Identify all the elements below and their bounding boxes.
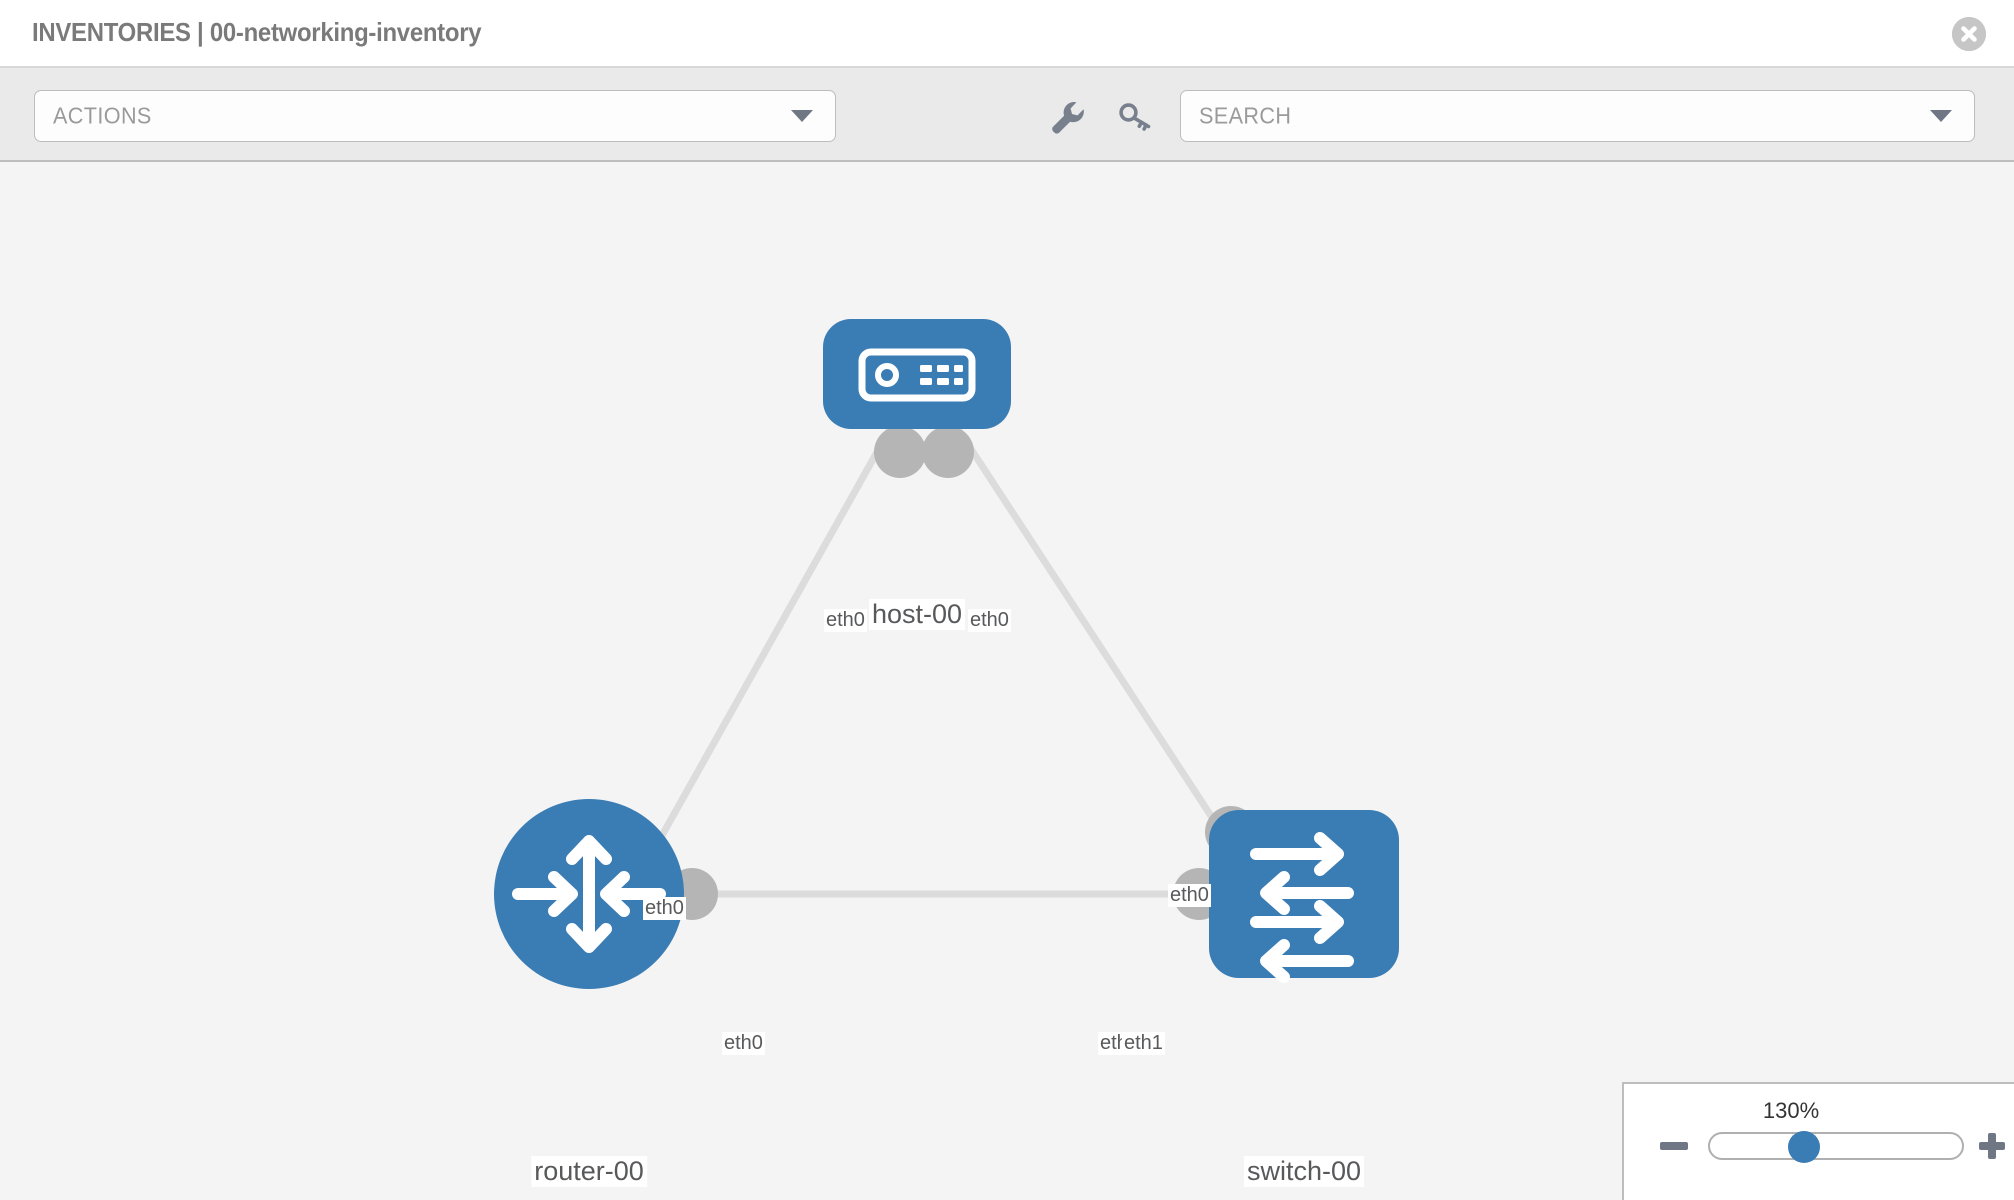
server-icon: [858, 348, 976, 402]
node-switch-00[interactable]: [1209, 810, 1399, 983]
actions-dropdown[interactable]: ACTIONS: [34, 90, 836, 142]
toolbar: ACTIONS SEARCH: [0, 68, 2014, 162]
wrench-icon[interactable]: [1046, 96, 1088, 138]
edge-label: eth0: [643, 897, 686, 920]
minus-icon[interactable]: [1660, 1142, 1688, 1150]
node-label-switch-00: switch-00: [1243, 1156, 1365, 1188]
node-label-router-00: router-00: [531, 1156, 647, 1188]
link-host-switch: [949, 418, 1235, 850]
port-host-left: [874, 426, 926, 478]
search-placeholder: SEARCH: [1199, 102, 1292, 129]
actions-dropdown-label: ACTIONS: [53, 102, 152, 129]
topology-canvas[interactable]: eth0 eth0 eth0 eth0 eth0 eth eth1 host-0…: [0, 162, 2014, 1200]
zoom-slider-track[interactable]: [1708, 1132, 1964, 1160]
page-title: INVENTORIES | 00-networking-inventory: [32, 17, 482, 47]
edge-label: eth0: [968, 609, 1011, 632]
edge-label: eth1: [1122, 1032, 1165, 1055]
router-arrows-icon: [512, 835, 666, 953]
zoom-percent-label: 130%: [1762, 1098, 1820, 1123]
zoom-control-panel: 130%: [1622, 1082, 2014, 1200]
key-icon[interactable]: [1114, 96, 1156, 138]
link-host-router: [651, 418, 899, 850]
edge-label: eth0: [824, 609, 867, 632]
plus-icon[interactable]: [1979, 1133, 2005, 1159]
topology-graph: [494, 319, 1399, 989]
search-input[interactable]: SEARCH: [1180, 90, 1975, 142]
page-header: INVENTORIES | 00-networking-inventory: [0, 0, 2014, 68]
node-router-00[interactable]: [494, 799, 684, 989]
node-label-host-00: host-00: [868, 599, 966, 631]
edge-label: eth: [1098, 1032, 1130, 1055]
zoom-slider-thumb[interactable]: [1788, 1131, 1820, 1163]
edge-label: eth0: [722, 1032, 765, 1055]
chevron-down-icon[interactable]: [1930, 110, 1952, 122]
edge-label: eth0: [1168, 884, 1211, 907]
close-icon[interactable]: [1952, 17, 1986, 51]
switch-arrows-icon: [1250, 832, 1354, 983]
chevron-down-icon: [791, 110, 813, 122]
port-host-right: [922, 426, 974, 478]
node-host-00[interactable]: [823, 319, 1011, 429]
